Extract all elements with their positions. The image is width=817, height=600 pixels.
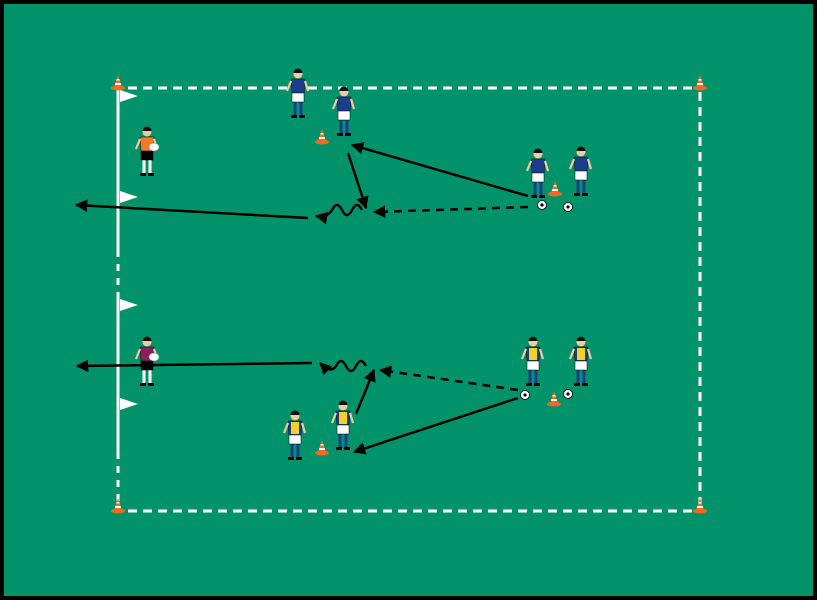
field-boundary	[116, 86, 702, 513]
ball-icon	[563, 202, 573, 212]
pass-arrow	[354, 368, 376, 415]
pass-arrow	[352, 396, 519, 455]
player-icon	[330, 400, 355, 450]
shot-arrow	[75, 359, 313, 373]
pass-arrow	[346, 152, 369, 210]
ball-icon	[537, 200, 547, 210]
ball-icon	[563, 389, 573, 399]
ball-icon	[520, 390, 530, 400]
pitch-background	[4, 4, 813, 596]
dribble-arrow	[314, 203, 364, 225]
arrows	[74, 142, 529, 455]
player-icon	[525, 148, 550, 198]
player-icon	[520, 336, 545, 386]
pass-arrow	[350, 142, 529, 198]
run-arrow	[372, 205, 529, 218]
player-icon	[282, 410, 307, 460]
dribble-arrow	[319, 359, 368, 376]
player-icon	[331, 86, 356, 136]
shot-arrow	[74, 199, 309, 220]
player-icon	[568, 146, 593, 196]
run-arrow	[378, 365, 519, 392]
player-icon	[285, 68, 310, 118]
goalkeeper-icon	[134, 126, 160, 176]
player-icon	[568, 336, 593, 386]
goalkeeper-icon	[134, 336, 160, 386]
